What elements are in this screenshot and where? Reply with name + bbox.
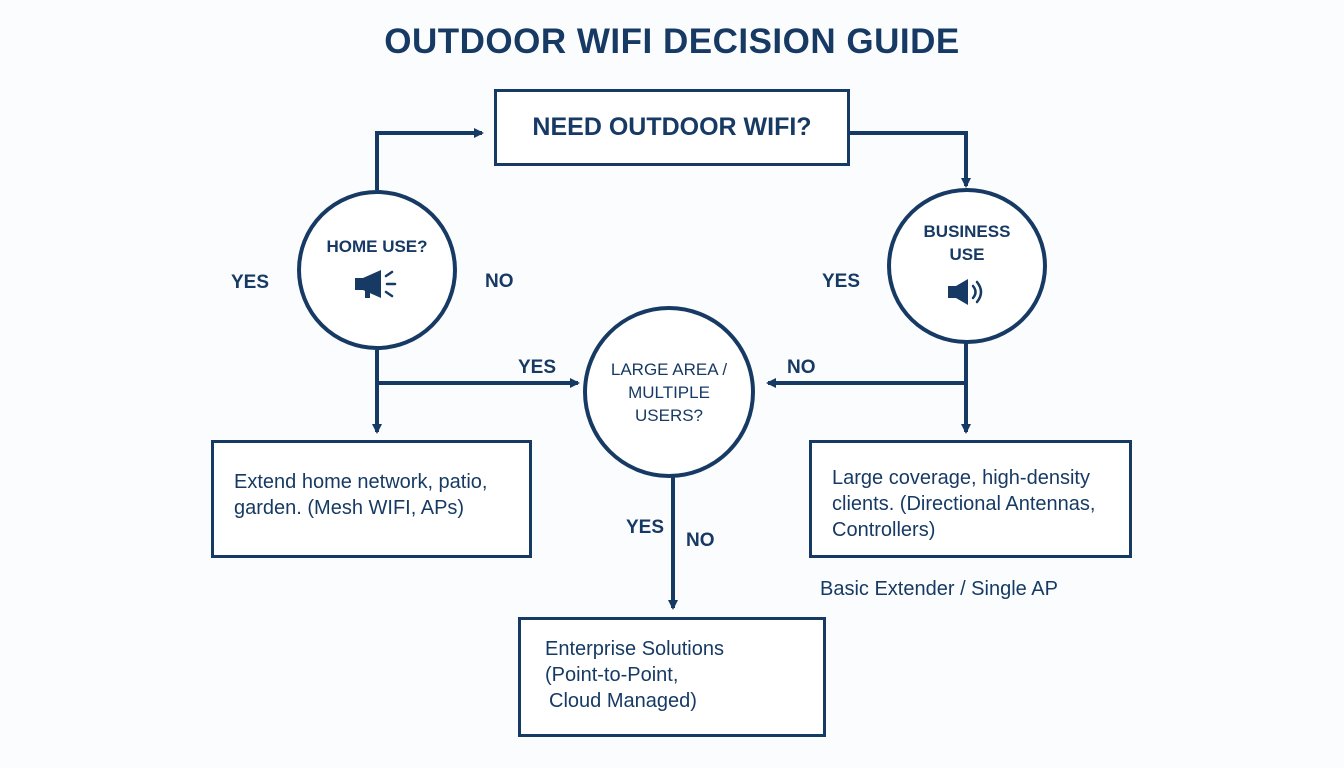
large-area-circle: LARGE AREA / MULTIPLE USERS? — [583, 306, 755, 478]
large-area-text-line3: USERS? — [634, 405, 704, 425]
connector-root-to-business — [850, 131, 971, 188]
large-area-text-line2: MULTIPLE — [628, 382, 710, 402]
basic-extender-label: Basic Extender / Single AP — [820, 578, 1058, 600]
home-no-label: NO — [485, 271, 514, 292]
enterprise-text-line1: Enterprise Solutions — [545, 638, 724, 660]
business-yes-label: YES — [822, 271, 861, 292]
bottom-yes-label: YES — [626, 517, 665, 538]
speaker-icon — [945, 276, 989, 313]
business-result-box: Large coverage, high-density clients. (D… — [809, 440, 1132, 558]
connector-home-to-root — [375, 128, 484, 190]
business-use-text-line1: BUSINESS — [923, 221, 1011, 241]
home-yes-label: YES — [231, 272, 270, 293]
home-use-text: HOME USE? — [326, 237, 428, 256]
business-use-text-line2: USE — [949, 244, 985, 264]
root-question-box: NEED OUTDOOR WIFI? — [494, 89, 850, 166]
bottom-no-label: NO — [686, 530, 715, 551]
diagram-title: OUTDOOR WIFI DECISION GUIDE — [384, 22, 960, 61]
home-result-box: Extend home network, patio, garden. (Mes… — [211, 440, 532, 558]
home-use-circle: HOME USE? — [297, 190, 457, 350]
home-result-text: Extend home network, patio, garden. (Mes… — [234, 471, 488, 519]
business-result-text: Large coverage, high-density clients. (D… — [832, 467, 1096, 541]
enterprise-text-line3: Cloud Managed) — [549, 690, 697, 712]
arrow-yes-label: YES — [518, 357, 557, 378]
enterprise-result-box: Enterprise Solutions (Point-to-Point, Cl… — [518, 617, 826, 737]
root-question-text: NEED OUTDOOR WIFI? — [532, 113, 812, 141]
megaphone-icon — [353, 268, 401, 305]
enterprise-text-line2: (Point-to-Point, — [545, 664, 679, 686]
business-use-circle: BUSINESS USE — [887, 188, 1047, 344]
large-area-text-line1: LARGE AREA / — [610, 359, 728, 379]
arrow-no-label: NO — [787, 357, 816, 378]
